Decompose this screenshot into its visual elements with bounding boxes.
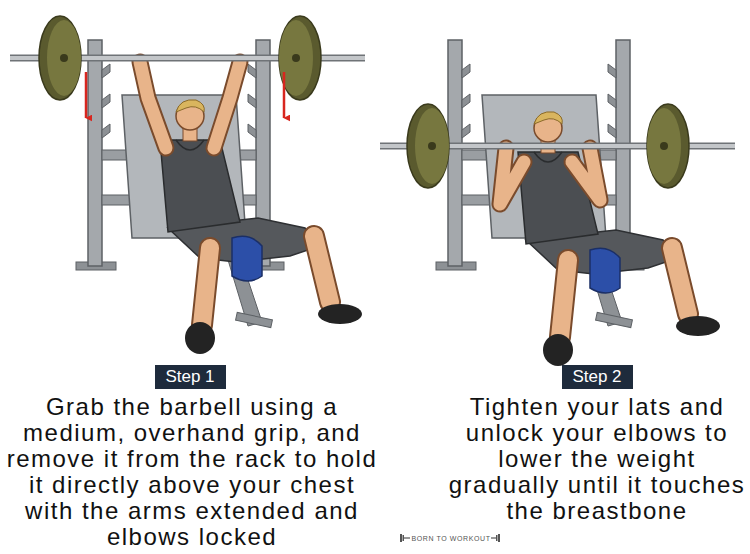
step-caption: Tighten your lats and unlock your elbows… [447, 394, 747, 524]
step-caption: Grab the barbell using a medium, overhan… [6, 394, 378, 550]
motion-arrow [85, 72, 88, 118]
step-badge: Step 1 [155, 365, 226, 389]
step-label: Step 2 [572, 367, 621, 387]
arms [500, 148, 600, 204]
watermark: BORN TO WORKOUT [411, 534, 490, 543]
arms [140, 62, 240, 148]
athlete-figure [160, 100, 362, 354]
motion-arrow [283, 72, 286, 118]
barbell [10, 16, 365, 100]
watermark-icon [490, 534, 500, 542]
barbell [380, 104, 735, 188]
step-badge: Step 2 [562, 365, 633, 389]
watermark-icon [400, 534, 410, 542]
step-label: Step 1 [165, 367, 214, 387]
athlete-figure [518, 112, 720, 366]
